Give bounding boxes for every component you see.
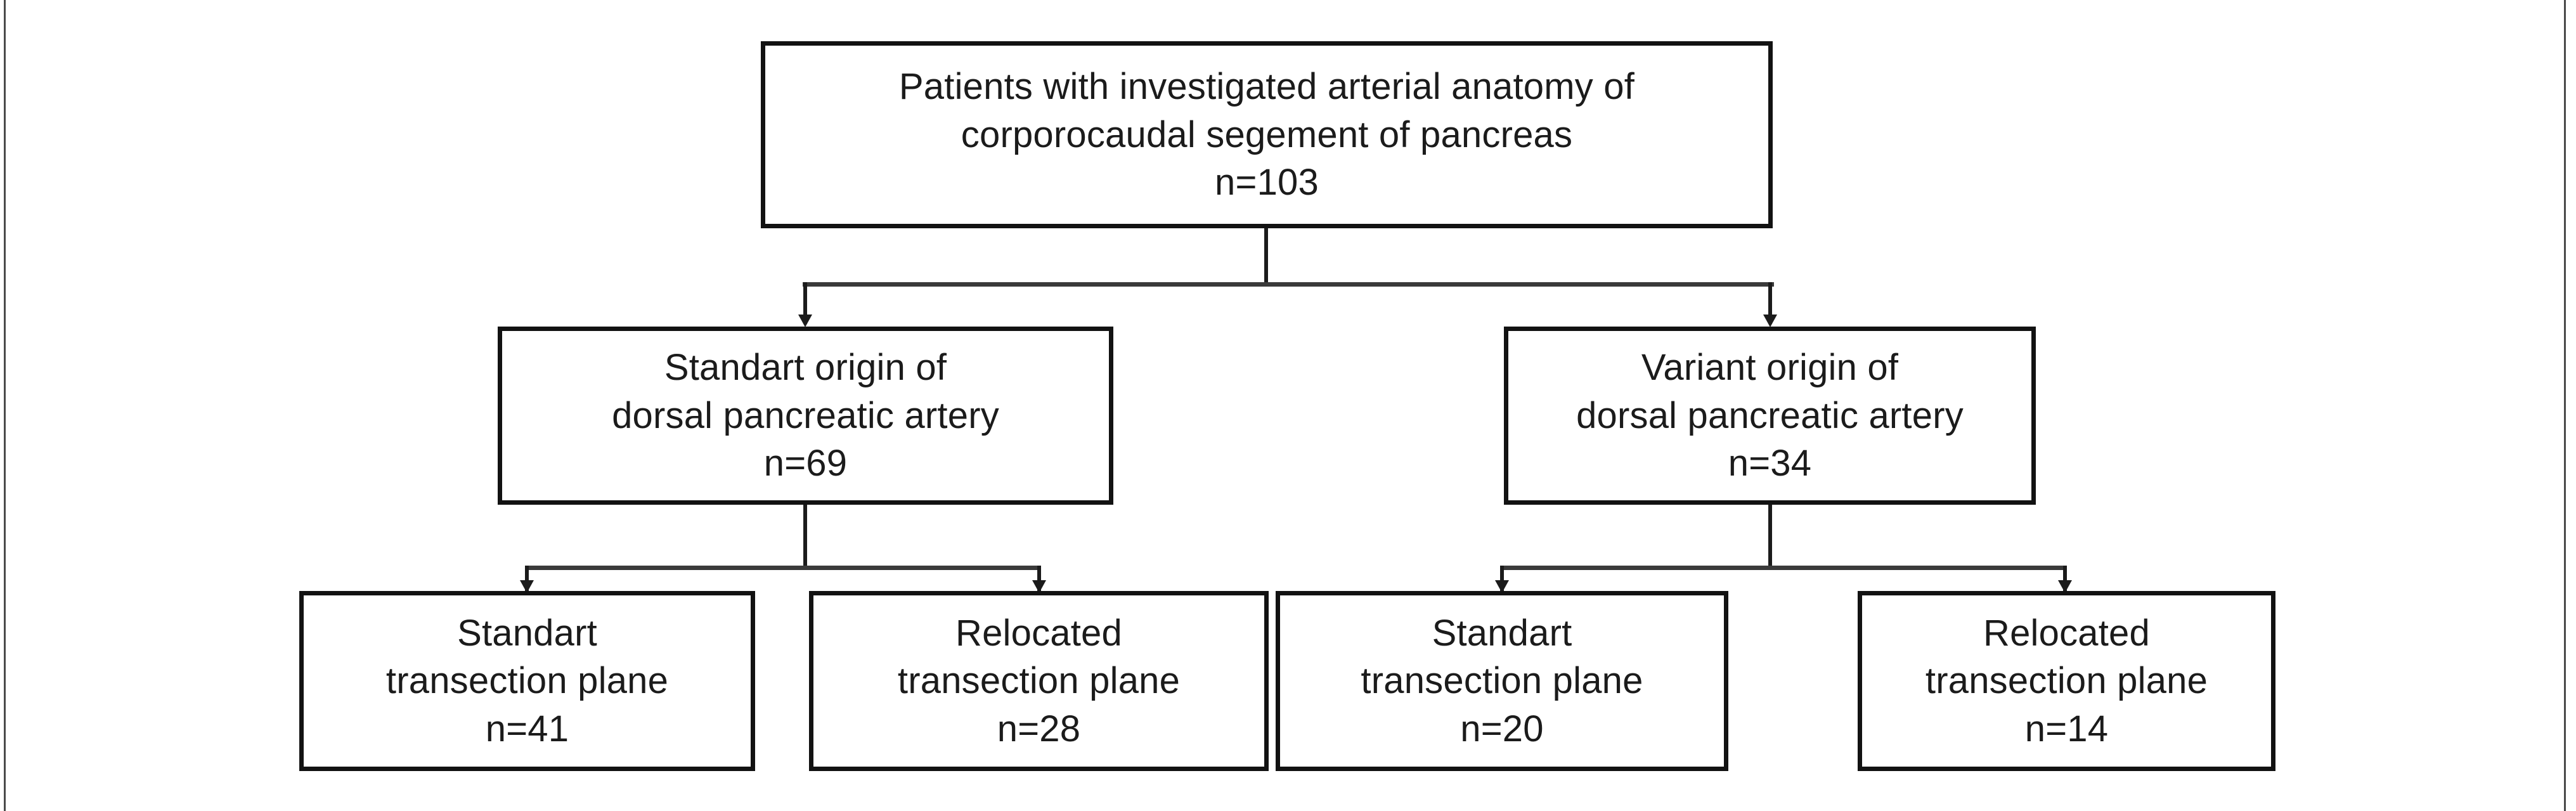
connector-root-to-standard-origin-drop — [803, 282, 807, 324]
node-root-line-2: corporocaudal segement of pancreas — [961, 114, 1573, 155]
node-standard-origin-line-1: Standart origin of — [664, 347, 947, 389]
node-variant-origin-relocated-plane-line-2: transection plane — [1925, 660, 2208, 702]
node-variant-origin-count: n=34 — [1728, 443, 1812, 484]
connector-root-to-variant-origin-drop — [1768, 282, 1772, 324]
arrowhead-root-to-variant-origin — [1763, 315, 1777, 327]
node-standard-origin-standard-plane[interactable]: Standart transection plane n=41 — [299, 591, 755, 771]
node-standard-origin-standard-plane-line-1: Standart — [457, 612, 597, 654]
arrowhead-standard-origin-to-standard-plane — [520, 580, 534, 593]
connector-standard-origin-stem — [803, 504, 807, 568]
node-standard-origin-relocated-plane-line-2: transection plane — [897, 660, 1181, 702]
node-variant-origin-line-1: Variant origin of — [1641, 347, 1899, 389]
node-root-count: n=103 — [1215, 162, 1319, 204]
node-standard-origin-relocated-plane[interactable]: Relocated transection plane n=28 — [809, 591, 1269, 771]
node-variant-origin-line-2: dorsal pancreatic artery — [1576, 394, 1964, 436]
page-edge-right-rule — [2564, 0, 2566, 811]
node-standard-origin-count: n=69 — [763, 443, 848, 484]
node-standard-origin-relocated-plane-line-1: Relocated — [955, 612, 1122, 654]
node-standard-origin-standard-plane-count: n=41 — [485, 708, 569, 749]
connector-root-crossbar — [803, 282, 1774, 287]
node-root[interactable]: Patients with investigated arterial anat… — [761, 41, 1773, 228]
node-variant-origin-relocated-plane-count: n=14 — [2024, 708, 2109, 749]
node-variant-origin-standard-plane[interactable]: Standart transection plane n=20 — [1276, 591, 1728, 771]
page-edge-left-rule — [4, 0, 6, 811]
connector-root-stem — [1264, 228, 1268, 287]
node-root-line-1: Patients with investigated arterial anat… — [898, 66, 1635, 108]
node-standard-origin-standard-plane-line-2: transection plane — [385, 660, 669, 702]
arrowhead-variant-origin-to-standard-plane — [1495, 580, 1509, 593]
connector-standard-origin-crossbar — [525, 566, 1041, 570]
connector-variant-origin-crossbar — [1500, 566, 2067, 570]
node-standard-origin[interactable]: Standart origin of dorsal pancreatic art… — [498, 327, 1113, 505]
node-standard-origin-line-2: dorsal pancreatic artery — [612, 394, 999, 436]
node-variant-origin-standard-plane-line-2: transection plane — [1361, 660, 1643, 702]
node-variant-origin-standard-plane-line-1: Standart — [1432, 612, 1572, 654]
node-variant-origin-relocated-plane[interactable]: Relocated transection plane n=14 — [1858, 591, 2275, 771]
node-variant-origin[interactable]: Variant origin of dorsal pancreatic arte… — [1504, 327, 2036, 505]
arrowhead-standard-origin-to-relocated-plane — [1032, 580, 1046, 593]
arrowhead-root-to-standard-origin — [798, 315, 812, 327]
connector-variant-origin-stem — [1768, 504, 1772, 568]
node-variant-origin-relocated-plane-line-1: Relocated — [1983, 612, 2150, 654]
node-variant-origin-standard-plane-count: n=20 — [1460, 708, 1544, 749]
node-standard-origin-relocated-plane-count: n=28 — [997, 708, 1081, 749]
arrowhead-variant-origin-to-relocated-plane — [2058, 580, 2072, 593]
